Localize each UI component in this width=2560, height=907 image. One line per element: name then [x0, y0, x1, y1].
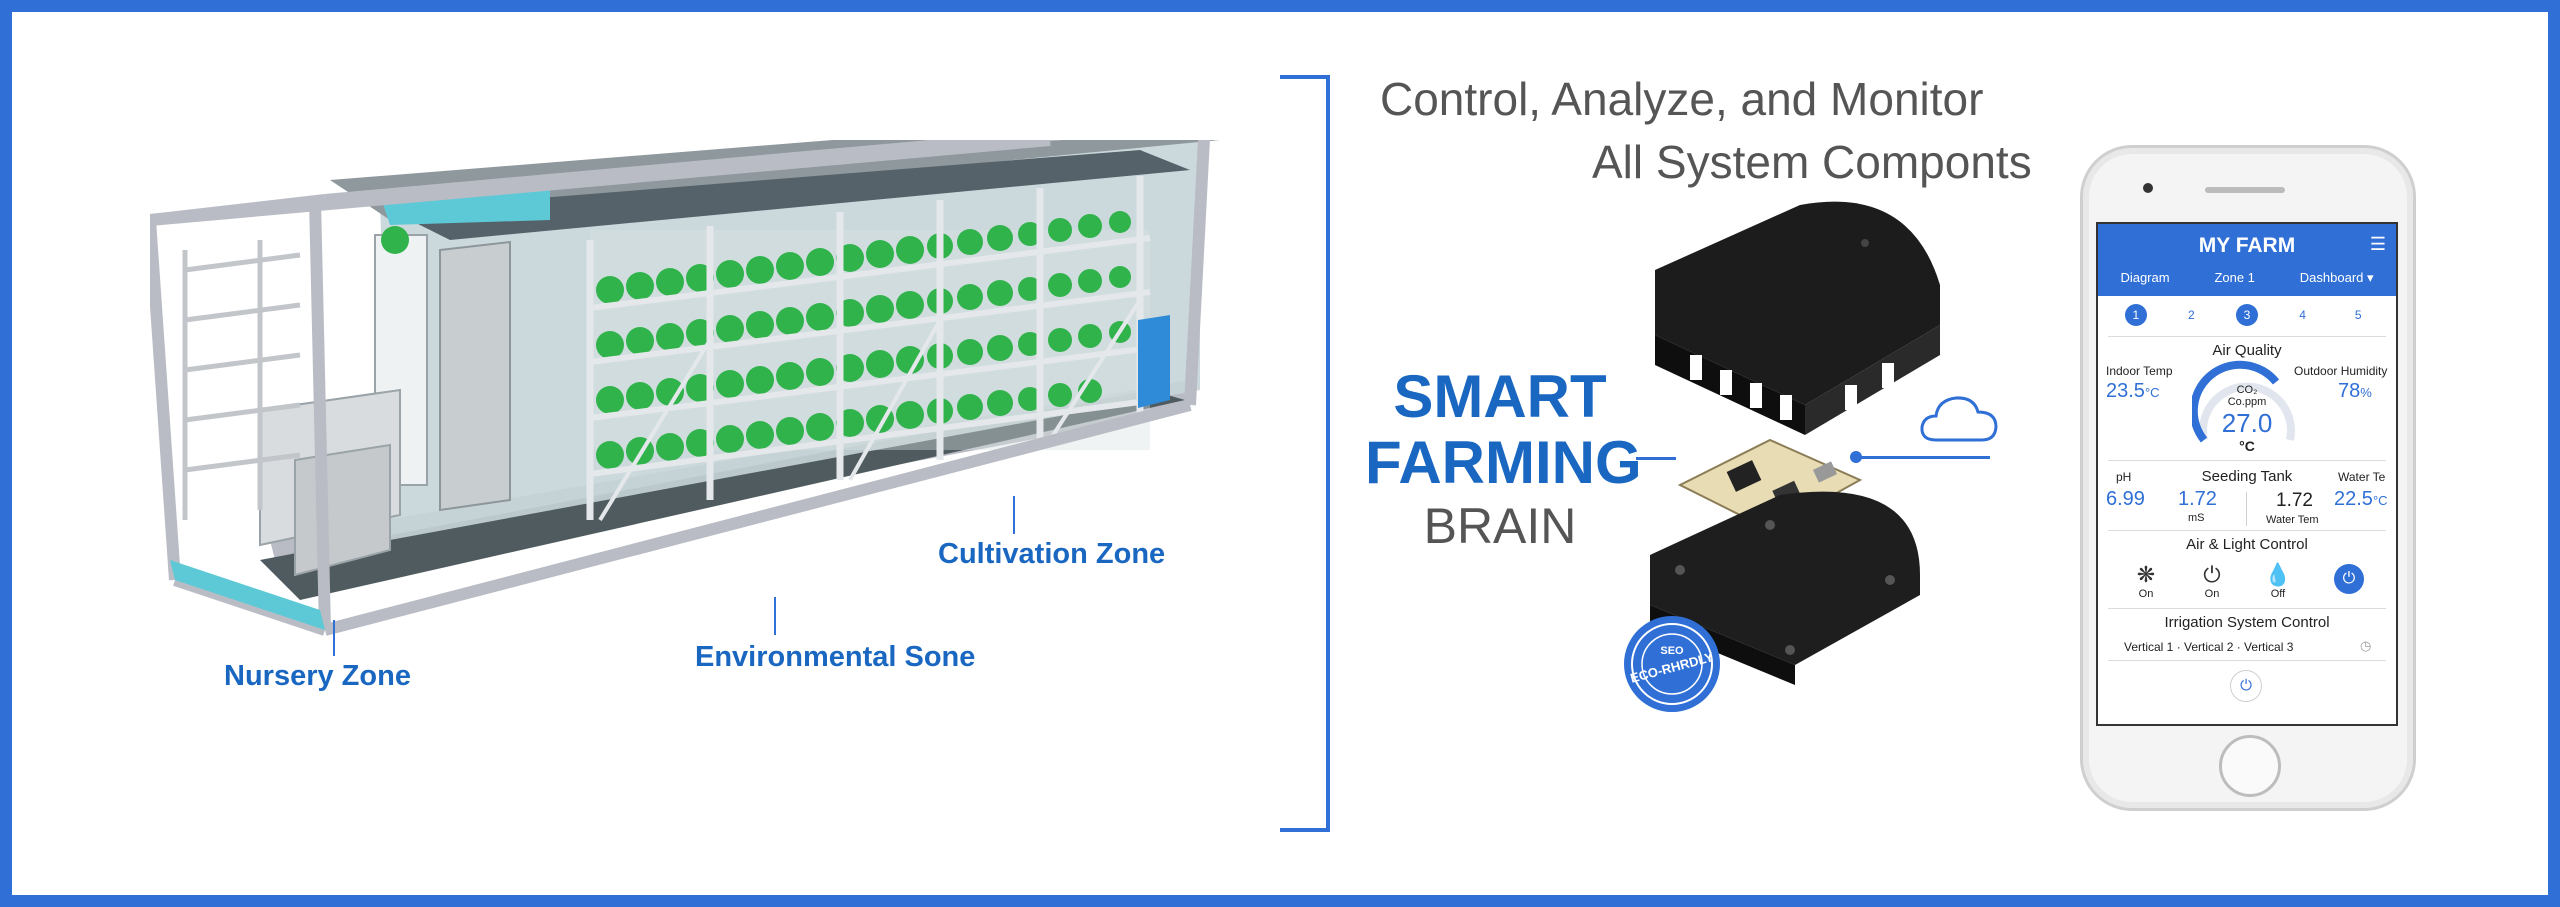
environmental-light	[381, 226, 409, 254]
smart-farming-brand: SMART FARMING BRAIN	[1365, 363, 1642, 556]
dropdown-caret-icon: ▾	[2367, 270, 2374, 285]
cloud-connector-dot	[1850, 451, 1862, 463]
cloud-icon	[1920, 396, 1998, 442]
phone-earpiece	[2205, 187, 2285, 193]
cultivation-zone-label: Cultivation Zone	[938, 538, 1166, 570]
zone-steps: 1 2 3 4 5	[2108, 304, 2386, 326]
irrigation-power-icon[interactable]: ⏻	[2230, 670, 2262, 702]
app-tabs: Diagram Zone 1 Dashboard ▾	[2098, 270, 2396, 286]
app-title: MY FARM	[2198, 234, 2296, 257]
container-farm-illustration	[150, 140, 1220, 636]
tab-diagram[interactable]: Diagram	[2120, 270, 2170, 285]
brain-device-illustration	[1650, 201, 1940, 685]
brand-brain: BRAIN	[1423, 498, 1577, 554]
divider	[2108, 460, 2386, 461]
headline-line-1: Control, Analyze, and Monitor	[1380, 73, 1984, 125]
indoor-temp-label: Indoor Temp	[2106, 364, 2173, 378]
electrical-box	[1138, 315, 1170, 408]
co2-gauge	[2192, 360, 2295, 443]
frame-teal-floor-trim	[170, 560, 325, 630]
power-state: On	[2204, 588, 2220, 600]
cultivation-leader	[1013, 496, 1015, 534]
water-drop-icon: 💧	[2264, 562, 2292, 587]
light-power-toggle-icon[interactable]: ⏻	[2334, 564, 2364, 594]
water-te-value: 22.5°C	[2334, 488, 2388, 510]
outdoor-humidity-value: 78%	[2338, 380, 2372, 402]
indoor-temp-value: 23.5°C	[2106, 380, 2160, 402]
nursery-zone-label: Nursery Zone	[224, 660, 411, 692]
step-5[interactable]: 5	[2354, 308, 2362, 322]
container-roof-panel	[390, 150, 1190, 240]
fan-state: On	[2138, 588, 2154, 600]
water-tem-label: Water Tem	[2266, 514, 2319, 526]
power-icon: ⏻	[2203, 562, 2221, 587]
divider	[2108, 660, 2386, 661]
device-base	[1650, 491, 1920, 665]
rack-braces	[598, 298, 1142, 522]
clock-icon[interactable]: ◷	[2360, 638, 2372, 653]
step-3[interactable]: 3	[2235, 304, 2258, 326]
fan-icon: ❋	[2136, 562, 2156, 587]
co2-sublabel: Co.ppm	[2227, 396, 2267, 408]
divider	[2108, 608, 2386, 609]
app-screen: MY FARM ☰ Diagram Zone 1 Dashboard ▾ 1 2…	[2096, 222, 2398, 726]
nursery-leader	[333, 620, 335, 656]
environmental-zone-label: Environmental Sone	[695, 641, 976, 673]
bracket-spine	[1326, 75, 1330, 832]
ec-unit: mS	[2188, 512, 2205, 524]
ph-label: pH	[2116, 470, 2132, 484]
bracket-top	[1280, 75, 1330, 79]
phone-home-button[interactable]	[2219, 735, 2281, 797]
plant-rows	[596, 211, 1131, 469]
badge-top-text: SEO	[1660, 645, 1684, 657]
step-2[interactable]: 2	[2188, 308, 2195, 322]
ec-value: 1.72	[2178, 488, 2217, 510]
device-led	[1861, 239, 1869, 247]
co2-value: 27.0	[2221, 408, 2273, 438]
irrigation-zones: Vertical 1 · Vertical 2 · Vertical 3	[2124, 640, 2294, 654]
environmental-cabinet	[439, 240, 511, 512]
air-light-title: Air & Light Control	[2186, 536, 2308, 553]
phone-camera	[2143, 183, 2153, 193]
brand-smart: SMART	[1393, 363, 1607, 430]
device-vents	[1690, 355, 1894, 420]
water-control[interactable]: 💧 Off	[2260, 562, 2296, 600]
step-1[interactable]: 1	[2124, 304, 2147, 326]
tab-dashboard[interactable]: Dashboard ▾	[2299, 270, 2374, 285]
rack-shelves	[589, 235, 1151, 477]
step-4[interactable]: 4	[2299, 308, 2306, 322]
cultivation-racks	[586, 176, 1151, 522]
seeding-tank-title: Seeding Tank	[2201, 468, 2293, 485]
container-frame	[150, 140, 1210, 636]
device-screws	[1675, 520, 1895, 655]
tank-divider	[2246, 492, 2247, 526]
headline-line-2: All System Componts	[1592, 136, 2032, 188]
environmental-leader	[774, 597, 776, 635]
fan-control[interactable]: ❋ On	[2128, 562, 2164, 600]
hamburger-menu-icon[interactable]: ☰	[2369, 234, 2386, 254]
nursery-shelves	[182, 240, 301, 520]
ph-value: 6.99	[2106, 488, 2145, 510]
water-tem-value: 1.72	[2276, 490, 2313, 511]
device-top-housing	[1655, 201, 1940, 405]
tab-zone-1[interactable]: Zone 1	[2214, 270, 2255, 285]
divider	[2108, 336, 2386, 337]
outdoor-humidity-label: Outdoor Humidity	[2294, 364, 2388, 378]
irrigation-title: Irrigation System Control	[2164, 614, 2330, 631]
co2-unit: °C	[2239, 438, 2255, 454]
water-te-label: Water Te	[2338, 470, 2386, 484]
bracket-bottom	[1280, 828, 1330, 832]
eco-friendly-badge: SEO ECO-RHRDLY	[1624, 616, 1720, 712]
pcb-chip	[1726, 460, 1762, 492]
power-control[interactable]: ⏻ On	[2194, 562, 2230, 600]
divider	[2108, 530, 2386, 531]
water-state: Off	[2270, 588, 2286, 600]
brand-connector	[1636, 457, 1676, 460]
container-floor	[260, 390, 1185, 600]
cloud-connector	[1858, 456, 1990, 459]
air-quality-title: Air Quality	[2212, 342, 2282, 359]
app-header: MY FARM ☰ Diagram Zone 1 Dashboard ▾	[2098, 224, 2396, 296]
co2-label: CO₂	[2236, 384, 2258, 396]
brand-farming: FARMING	[1365, 429, 1642, 496]
